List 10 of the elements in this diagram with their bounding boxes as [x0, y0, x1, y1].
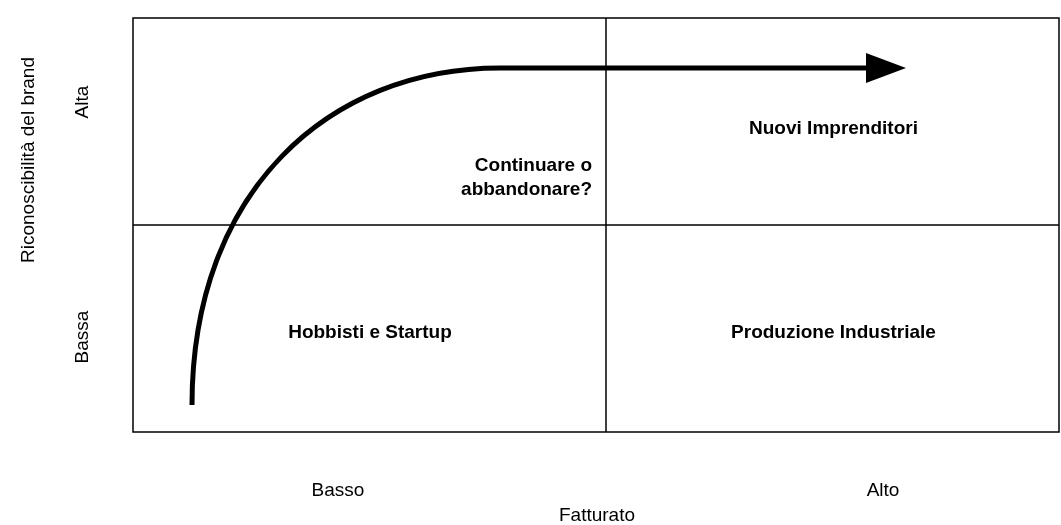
axis-tick-label: Alto	[866, 479, 900, 501]
quadrant-label: Nuovi Imprenditori	[748, 116, 919, 140]
quadrant-label: Produzione Industriale	[730, 320, 937, 344]
quadrant-label: Continuare o abbandonare?	[460, 153, 592, 201]
axis-tick-label: Basso	[311, 479, 365, 501]
axis-title: Fatturato	[559, 504, 635, 525]
quadrant-label: Hobbisti e Startup	[287, 320, 453, 344]
axis-tick-label: Bassa	[71, 310, 93, 364]
axis-tick-label: Alta	[71, 85, 93, 119]
axis-title: Riconoscibilità del brand	[17, 57, 39, 263]
